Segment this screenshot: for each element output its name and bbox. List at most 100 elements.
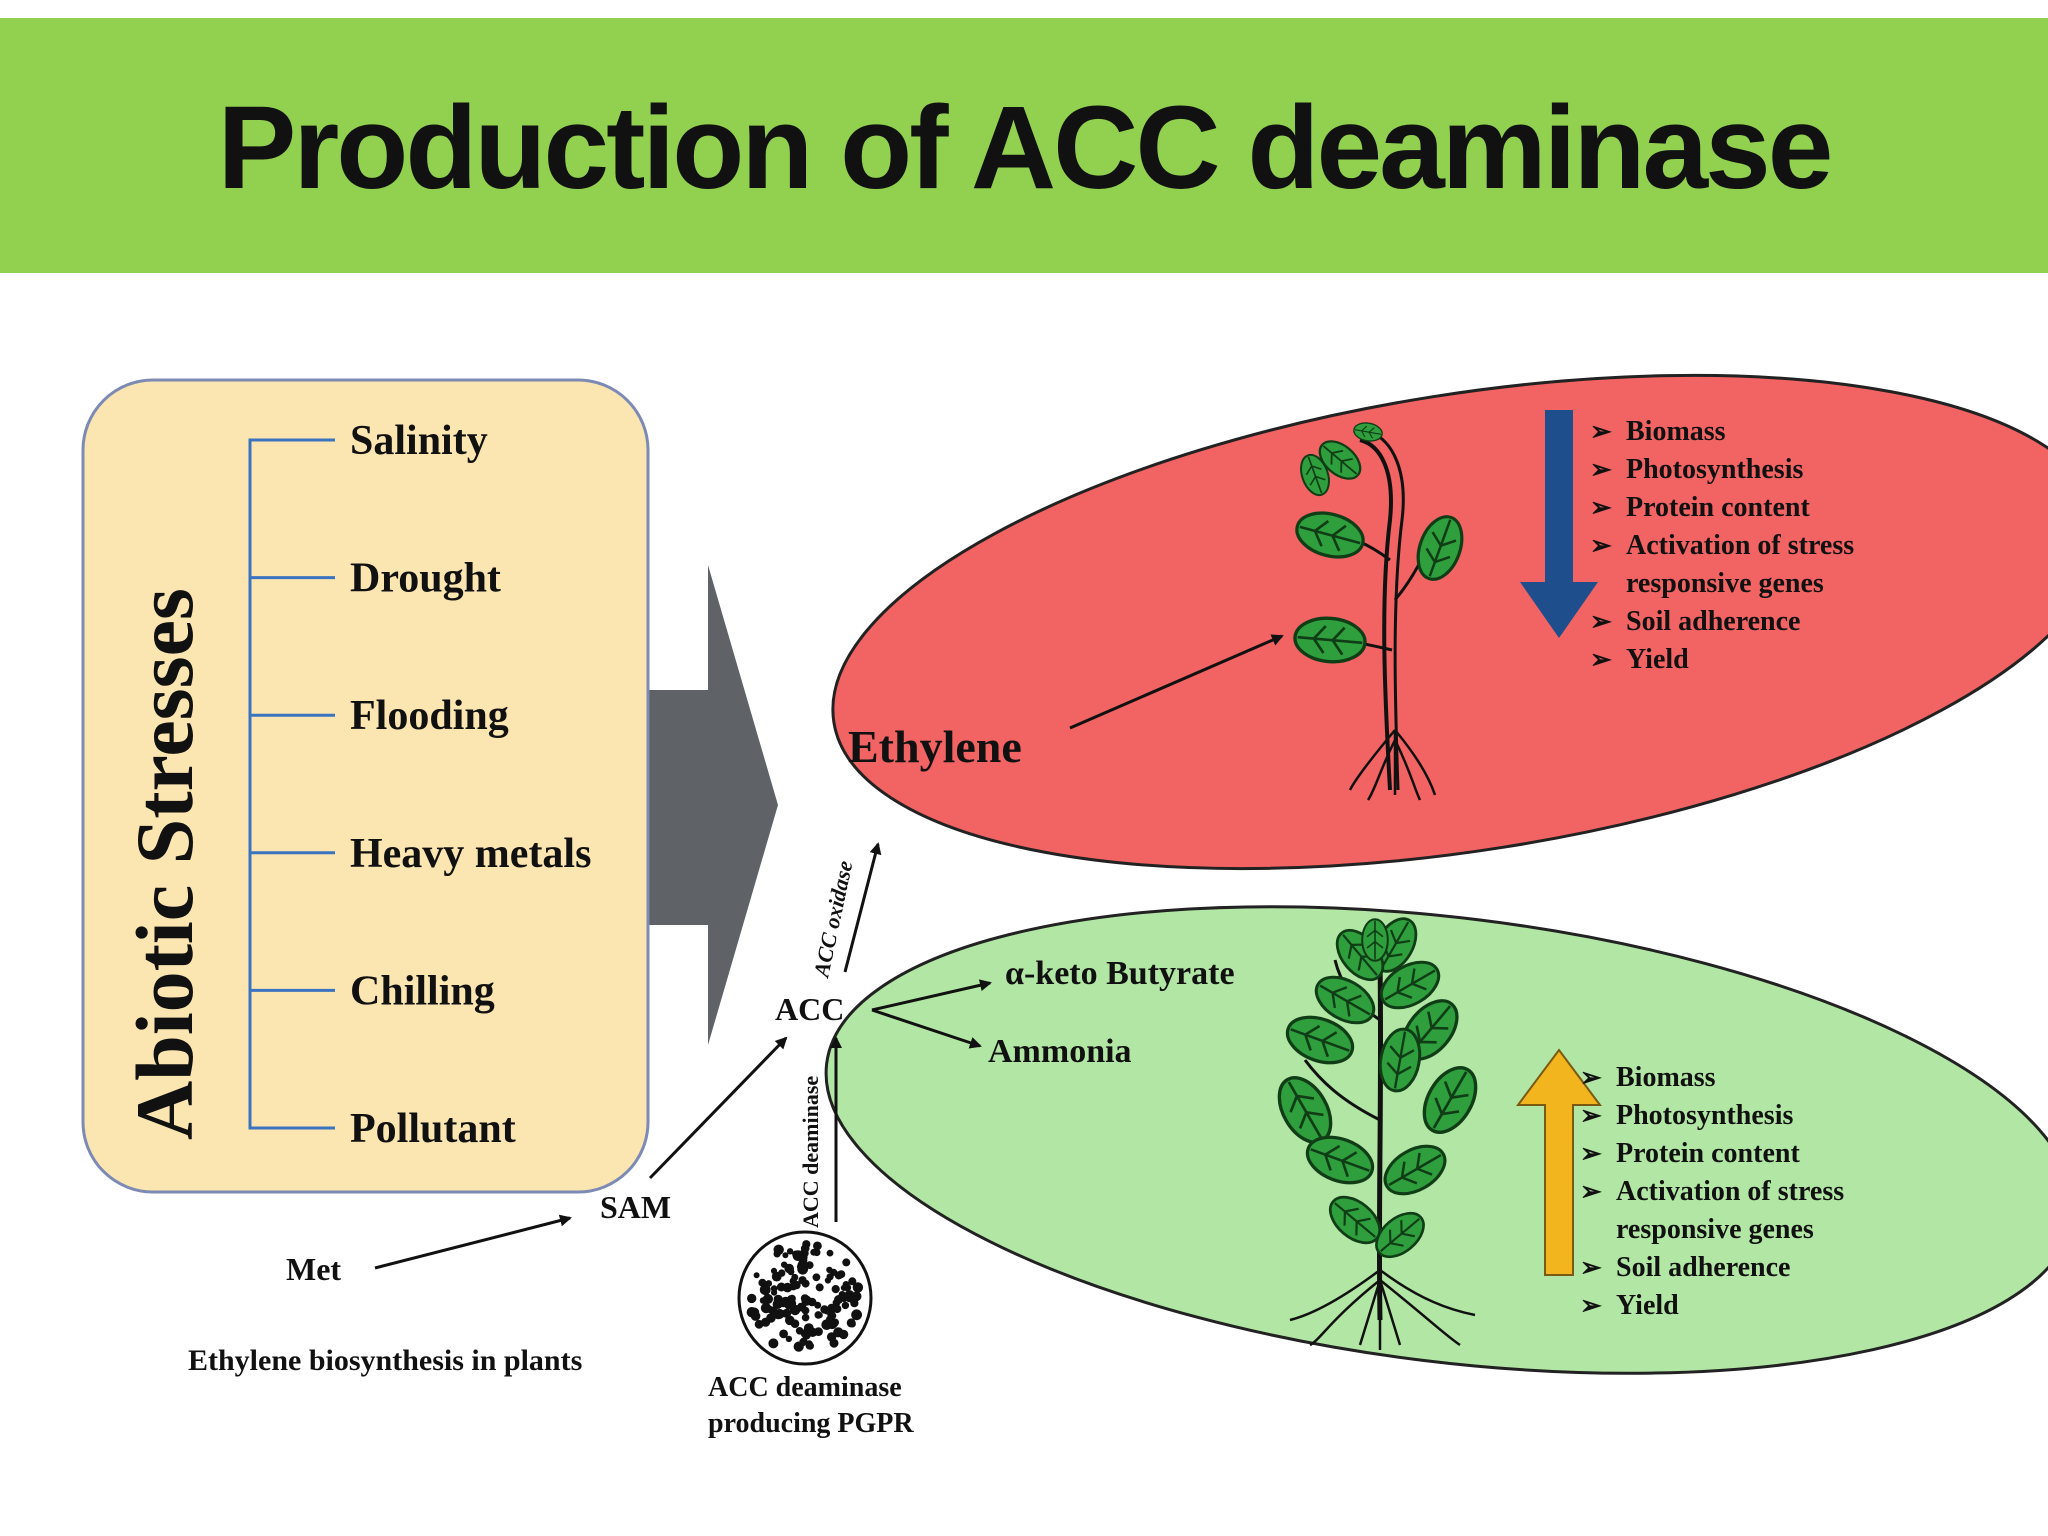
stress-item-drought: Drought [350,556,501,602]
acc-to-keto-arrow [871,979,992,1012]
bacterium-dot [806,1342,814,1350]
bacterium-dot [766,1313,776,1323]
bacterium-dot [810,1248,818,1256]
biosynthesis-caption: Ethylene biosynthesis in plants [188,1344,582,1377]
red-bullet-icon: ➢ [1590,493,1612,522]
pgpr-label-line1: ACC deaminase [708,1372,902,1403]
red-list-item: Soil adherence [1626,606,1800,637]
bacterium-dot [795,1327,804,1335]
sam-to-acc-arrow [648,1036,788,1180]
bacterium-dot [813,1241,822,1251]
red-bullet-icon: ➢ [1590,531,1612,560]
bacterium-dot [850,1299,859,1308]
bacterium-dot [800,1294,810,1303]
healthy-plant [1267,910,1488,1350]
bacterium-dot [829,1338,839,1348]
bacterium-dot [807,1329,815,1336]
green-list-item: Protein content [1616,1138,1800,1169]
keto-butyrate-label: α-keto Butyrate [1005,955,1235,992]
bacterium-dot [826,1266,833,1274]
bacterium-dot [759,1284,771,1296]
bacterium-dot [773,1244,784,1256]
bacterium-dot [796,1263,804,1270]
red-bullet-icon: ➢ [1590,645,1612,674]
ethylene-ellipse [831,373,2048,871]
bacterium-dot [848,1277,857,1286]
bacterium-dot [848,1320,856,1328]
bacterium-dot [785,1298,797,1309]
bacterium-dot [786,1248,794,1255]
red-bullet-icon: ➢ [1590,455,1612,484]
red-list-item: Biomass [1626,416,1726,447]
acc-to-ethylene-arrow [843,842,882,973]
green-effects-list: ➢Biomass➢Photosynthesis➢Protein content➢… [1580,1062,1844,1321]
stress-item-flooding: Flooding [350,693,509,739]
bacterium-dot [772,1299,783,1310]
bacterium-dot [785,1335,793,1343]
stress-item-pollutant: Pollutant [350,1106,516,1152]
deaminase-ellipse [824,905,2048,1375]
bacterium-dot [773,1309,784,1320]
green-bullet-icon: ➢ [1580,1253,1602,1282]
green-bullet-icon: ➢ [1580,1139,1602,1168]
bacterium-dot [776,1282,786,1292]
bacterium-dot [812,1273,821,1282]
red-list-item: Activation of stress [1626,530,1854,561]
bacterium-dot [768,1338,779,1349]
ethylene-arrow [1069,634,1284,730]
green-list-item: Activation of stress [1616,1176,1844,1207]
ammonia-label: Ammonia [988,1033,1132,1070]
bacterium-dot [826,1249,834,1257]
ethylene-label: Ethylene [848,721,1022,772]
red-list-item: Protein content [1626,492,1810,523]
bacterium-dot [852,1282,864,1293]
bacterium-dot [802,1240,811,1249]
page-title: Production of ACC deaminase [217,81,1834,214]
bacterium-dot [833,1327,844,1338]
bacterium-dot [779,1329,788,1339]
acc-to-ammonia-arrow [871,1008,982,1049]
increase-arrow [1516,1048,1602,1276]
bacterium-dot [753,1272,760,1279]
pgpr-bacteria-dots [746,1240,864,1352]
bacterium-dot [815,1283,824,1292]
stress-item-heavy-metals: Heavy metals [350,831,591,877]
red-effects-list: ➢ Biomass ➢ Photosynthesis ➢ Protein content ➢… [1590,416,1854,675]
bacterium-dot [763,1294,773,1304]
bacterium-dot [782,1252,789,1259]
red-bullet-icon: ➢ [1590,417,1612,446]
bacterium-dot [814,1311,823,1319]
bacterium-dot [845,1295,853,1303]
decrease-arrow [1520,410,1598,638]
green-list-item: Yield [1616,1290,1679,1321]
bacterium-dot [754,1319,764,1329]
acc-deaminase-label: ACC deaminase [798,1076,823,1228]
bacterium-dot [801,1306,810,1315]
bacterium-dot [831,1285,840,1294]
bacterium-dot [751,1307,758,1315]
bacterium-dot [784,1263,794,1274]
acc-oxidase-label: ACC oxidase [808,858,857,981]
bacterium-dot [790,1319,800,1328]
title-bar: Production of ACC deaminase [0,18,2048,273]
sam-label: SAM [600,1189,671,1225]
stress-item-salinity: Salinity [350,418,488,464]
bacterium-dot [791,1273,799,1281]
abiotic-stress-box [81,378,650,1194]
bacterium-dot [826,1315,833,1323]
bacterium-dot [851,1291,862,1302]
stress-item-chilling: Chilling [350,968,495,1014]
bacterium-dot [760,1302,772,1314]
bacterium-dot [797,1302,804,1310]
bacterium-dot [770,1267,778,1274]
bacterium-dot [801,1313,810,1322]
green-bullet-icon: ➢ [1580,1063,1602,1092]
green-bullet-icon: ➢ [1580,1177,1602,1206]
green-list-item: Soil adherence [1616,1252,1790,1283]
green-list-item: responsive genes [1616,1214,1814,1245]
abiotic-stresses-heading: Abiotic Stresses [119,588,210,1140]
bacterium-dot [778,1269,786,1277]
red-list-item: Photosynthesis [1626,454,1803,485]
